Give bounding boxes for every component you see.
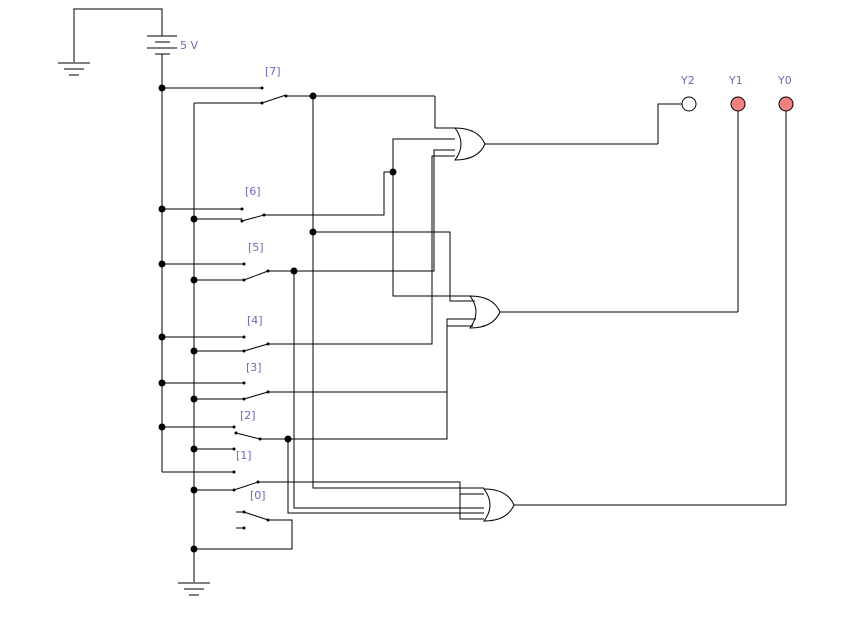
switch-4-label: [4] [247,314,263,327]
switch-7-label: [7] [265,65,281,78]
probe-y1: Y1 [728,74,746,312]
switch-1[interactable]: [1] [162,449,484,495]
probe-y1-lamp [730,96,746,112]
switch-1-label: [1] [236,449,252,462]
probe-y1-label: Y1 [728,74,743,87]
switch-2[interactable]: [2] [162,325,455,450]
probe-y2-lamp [681,96,697,112]
probe-y0-label: Y0 [777,74,792,87]
switch-7[interactable]: [7] [162,65,435,104]
or-gate-y0 [483,488,786,522]
probe-y0: Y0 [777,74,794,505]
or-gate-y2 [454,127,658,161]
signal-wiring [287,96,484,520]
battery-label: 5 V [180,39,198,52]
switch-contacts [232,86,288,530]
switch-6[interactable]: [6] [162,171,393,222]
switch-2-label: [2] [240,409,256,422]
switch-6-label: [6] [245,185,261,198]
switch-5-label: [5] [248,241,264,254]
switch-5[interactable]: [5] [162,149,455,281]
switch-0[interactable]: [0] [194,489,293,550]
ground-rail [178,103,210,596]
probe-y2-label: Y2 [680,74,695,87]
battery-5v: 5 V [73,8,198,472]
junction-dots [158,84,397,553]
switch-0-label: [0] [250,489,266,502]
switch-3-label: [3] [246,361,262,374]
ground-symbol-top [58,62,90,76]
switch-4[interactable]: [4] [162,155,455,352]
or-gate-y1 [455,295,738,329]
switch-3[interactable]: [3] [162,318,455,400]
probe-y2: Y2 [657,74,697,144]
probe-y0-lamp [778,96,794,112]
